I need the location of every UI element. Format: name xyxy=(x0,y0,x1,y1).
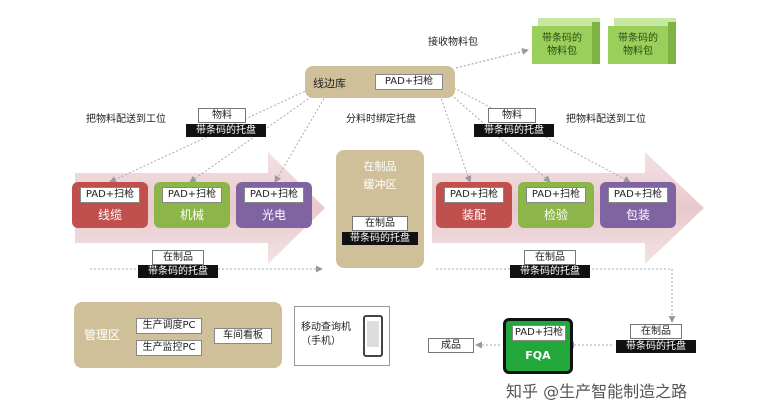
station-name: 线缆 xyxy=(97,208,122,222)
station-mechanical: PAD+扫枪 机械 xyxy=(154,182,230,228)
mobile-query-label: 移动查询机 （手机） xyxy=(301,322,351,347)
material-tag-left: 物料 xyxy=(198,108,246,123)
wip-buffer-wip-tag: 在制品 xyxy=(352,216,408,231)
wip-tag-right: 在制品 xyxy=(524,250,576,265)
fqa-device: PAD+扫枪 xyxy=(512,325,566,341)
finished-goods-label: 成品 xyxy=(428,338,474,353)
station-name: 包装 xyxy=(625,208,650,222)
receive-label: 接收物料包 xyxy=(428,37,478,48)
station-name: 检验 xyxy=(543,208,568,222)
material-package-label: 带条码的 物料包 xyxy=(608,26,668,64)
watermark: 知乎 @生产智能制造之路 xyxy=(506,382,688,401)
deliver-right-label: 把物料配送到工位 xyxy=(566,114,646,125)
material-package-label: 带条码的 物料包 xyxy=(532,26,592,64)
wip-buffer-title: 在制品 缓冲区 xyxy=(363,160,397,191)
phone-icon xyxy=(363,315,383,357)
station-packaging: PAD+扫枪 包装 xyxy=(600,182,676,228)
tray-tag-fqa: 带条码的托盘 xyxy=(616,340,696,353)
station-device: PAD+扫枪 xyxy=(162,187,222,203)
tray-tag-bottom-left: 带条码的托盘 xyxy=(138,265,218,278)
wip-tag-left: 在制品 xyxy=(152,250,204,265)
wip-buffer-box: 在制品 缓冲区 在制品 带条码的托盘 xyxy=(336,150,424,268)
tray-tag-bottom-right: 带条码的托盘 xyxy=(510,265,590,278)
station-cable: PAD+扫枪 线缆 xyxy=(72,182,148,228)
material-package-1: 带条码的 物料包 xyxy=(532,18,600,64)
management-title: 管理区 xyxy=(84,328,121,342)
mobile-query-device: 移动查询机 （手机） xyxy=(294,306,390,366)
bind-label: 分料时绑定托盘 xyxy=(346,114,416,125)
line-storage-box: 线边库 PAD+扫枪 xyxy=(305,66,455,98)
station-device: PAD+扫枪 xyxy=(80,187,140,203)
workshop-board: 车间看板 xyxy=(214,328,272,344)
station-assembly: PAD+扫枪 装配 xyxy=(436,182,512,228)
fqa-station: PAD+扫枪 FQA xyxy=(503,318,573,374)
line-storage-device: PAD+扫枪 xyxy=(375,74,443,90)
material-tag-right: 物料 xyxy=(488,108,536,123)
wip-buffer-tray-tag: 带条码的托盘 xyxy=(342,232,418,245)
station-device: PAD+扫枪 xyxy=(444,187,504,203)
monitoring-pc: 生产监控PC xyxy=(136,340,202,356)
station-inspection: PAD+扫枪 检验 xyxy=(518,182,594,228)
fqa-name: FQA xyxy=(525,349,551,362)
scheduling-pc: 生产调度PC xyxy=(136,318,202,334)
station-name: 装配 xyxy=(461,208,486,222)
management-area: 管理区 生产调度PC 生产监控PC 车间看板 xyxy=(74,302,282,368)
material-package-2: 带条码的 物料包 xyxy=(608,18,676,64)
tray-tag-left: 带条码的托盘 xyxy=(186,124,266,137)
station-optoelectronic: PAD+扫枪 光电 xyxy=(236,182,312,228)
tray-tag-right: 带条码的托盘 xyxy=(474,124,554,137)
station-name: 机械 xyxy=(179,208,204,222)
deliver-left-label: 把物料配送到工位 xyxy=(86,114,166,125)
station-device: PAD+扫枪 xyxy=(526,187,586,203)
station-name: 光电 xyxy=(261,208,286,222)
station-device: PAD+扫枪 xyxy=(244,187,304,203)
line-storage-title: 线边库 xyxy=(313,77,346,90)
station-device: PAD+扫枪 xyxy=(608,187,668,203)
wip-tag-fqa: 在制品 xyxy=(630,324,682,339)
